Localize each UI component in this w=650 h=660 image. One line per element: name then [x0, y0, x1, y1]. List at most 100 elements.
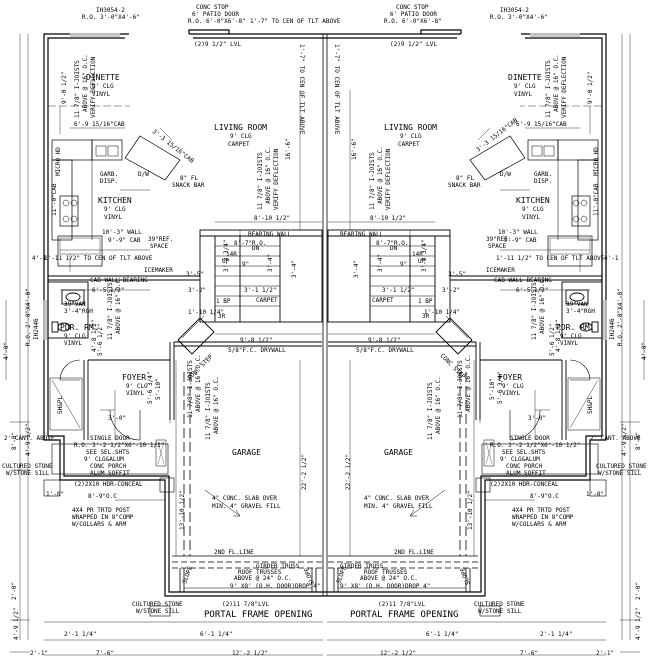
r-conc-stop-label: CONC STOP: [396, 4, 429, 11]
kitchen-cab-dim: 11'-0"CAB: [51, 183, 58, 216]
dim-3-3-3-4: 3'-3 3/4": [223, 239, 230, 272]
cab-wall-bearing: CAB WALL BEARING: [90, 277, 148, 284]
kitchen-flr: VINYL: [104, 214, 122, 221]
dim-3-4-b: 3'-4": [291, 260, 298, 278]
dim-8-0: 8'-0": [11, 432, 18, 450]
r-dim-3-4-b: 3'-4": [353, 260, 360, 278]
r-snack-bar-label: 8" FL: [456, 175, 474, 182]
dim-6-5-1-2: 6'-5 1/2": [92, 287, 125, 294]
r-kitchen-cab-dim: 11'-0"CAB: [593, 183, 600, 216]
r-cen-note-vert: 1'-7" TO CEN OF TLT ABOVE: [333, 44, 340, 135]
dim-3-4-a: 3'-4": [267, 254, 274, 272]
dinette-flr: VINYL: [92, 91, 110, 98]
r-dim-1-bp: 1 BP: [418, 298, 433, 305]
r-window-tl-label: IH3054-2: [500, 7, 529, 14]
r-patio-door-label: 6' PATIO DOOR: [390, 11, 437, 18]
joists-garage: 11 7/8" I-JOISTS: [205, 382, 212, 440]
r-bearing-wall-label: BEARING WALL: [340, 231, 384, 238]
window-tl-label: IH3054-2: [96, 7, 125, 14]
cant-label: 2' CANT. ABOVE: [4, 435, 55, 442]
kitchen-clg: 9' CLG: [104, 206, 126, 213]
dim-14r: 14R: [226, 251, 237, 258]
r-cab-dim-2: 9'-9" CAB: [504, 237, 537, 244]
cab-dim: 6'-9 15/16"CAB: [74, 121, 125, 128]
dim-1-0: 1'-0": [46, 491, 64, 498]
see-sel-label: SEE SEL.SHTS: [86, 449, 130, 456]
r-cen-tlt-label: 1'-11 1/2" TO CEN OF TLT ABOVE: [496, 255, 605, 262]
cen-tlt-label: 1'-11 1/2" TO CEN OF TLT ABOVE: [44, 255, 153, 262]
r-post-label-2: WRAPPED IN 8"COMP: [512, 514, 574, 521]
r-portal-frame-label: PORTAL FRAME OPENING: [350, 610, 458, 620]
dim-13-10-1-2: 13'-10 1/2": [179, 490, 186, 530]
foyer-dim-2: 3'-0": [108, 415, 126, 422]
r-joists-kitchen-2: ABOVE @ 16" O.C.: [377, 146, 384, 204]
stair-dim: 8'-10 1/2": [254, 215, 290, 222]
single-door-ro: R.O. 3'-2 1/2"X6'-10 1/2": [74, 442, 164, 449]
r-stair-dim: 8'-10 1/2": [370, 215, 406, 222]
r-stair-dn-label: DN: [390, 245, 398, 252]
foyer-dim-3: 5'-6 3/4": [147, 371, 154, 404]
conc-porch-label: CONC PORCH: [90, 463, 127, 470]
r-dim-3-2: 3'-2": [442, 287, 460, 294]
dim-3-2: 3'-2": [188, 287, 206, 294]
sh-pl-label: SH&PL: [57, 396, 64, 414]
joists-kitchen: 11 7/8" I-JOISTS: [257, 152, 264, 210]
r-dim-14r: 14R: [412, 251, 423, 258]
r-dim-1-10-1-4: 1'-10 1/4": [424, 309, 460, 316]
r-pdr-rm-label: PDR. RM.: [556, 323, 595, 332]
r-stone-sill-label: W/STONE SILL: [598, 470, 642, 477]
snack-bar-label-2: SNACK BAR: [172, 182, 205, 189]
carpet-stair-label: CARPET: [256, 297, 278, 304]
icemaker-label: ICEMAKER: [144, 267, 173, 274]
stone-sill-label: W/STONE SILL: [6, 470, 50, 477]
dim-4-9-1-2: 4'-9 1/2": [25, 423, 32, 456]
r-garage-door-label: 9' X8' (O.H. DOOR)DROP 4": [340, 583, 430, 590]
lvl-bottom-label: (2)11 7/8"LVL: [222, 601, 269, 608]
r-patio-ro-label: R.O. 6'-0"X6'-8": [384, 18, 442, 25]
kitchen-label: KITCHEN: [98, 196, 132, 205]
r-dinette-label: DINETTE: [508, 73, 542, 82]
r-garb-label: GARB.: [534, 171, 552, 178]
joists-dinette-2: ABOVE @ 16" O.C.: [82, 54, 89, 112]
r-foyer-dim-3: 5'-6 3/4": [497, 371, 504, 404]
dw-label: D/W: [138, 171, 149, 178]
r-dim-1-0: 1'-0": [586, 491, 604, 498]
dim-2-0: 2'-0": [11, 582, 18, 600]
r-ref-label: 39"REF.: [486, 236, 511, 243]
r-dim-3r: 3R: [422, 313, 430, 320]
r-pdr-clg: 9' CLG: [560, 333, 582, 340]
snack-bar-label: 8" FL: [180, 175, 198, 182]
hdr-label: (2)2X10 HDR-CONCEAL: [74, 481, 143, 488]
pdr-flr: VINYL: [64, 340, 82, 347]
r-snack-bar-label-2: SNACK BAR: [448, 182, 481, 189]
cen-note-top: 1'-7" TO CEN OF TLT ABOVE: [250, 18, 341, 25]
clg-alum-label: 9' CLG&ALUM: [84, 456, 124, 463]
r-cultured-stone-label: CULTURED STONE: [596, 463, 647, 470]
stair-up-label: UP: [222, 258, 230, 265]
r-dim-5-6-1-2: 5'-6 1/2": [549, 323, 556, 356]
r-joists-foyer-2: ABOVE @ 16" O.C.: [465, 354, 472, 412]
r-dim-2-1-1-4: 2'-1 1/4": [540, 631, 573, 638]
r-dw-label: D/W: [500, 171, 511, 178]
stair-dn-label: DN: [252, 245, 260, 252]
r-slab-label: 4" CONC. SLAB OVER: [364, 495, 429, 502]
fl-line-label: 2ND FL.LINE: [214, 549, 254, 556]
dim-4-1: 4'-1: [32, 255, 47, 262]
window-side-label: IH2446: [33, 318, 40, 340]
r-joists-pdr-2: ABOVE @ 16" O.C.: [539, 276, 546, 334]
r-living-dim: 16'-6": [351, 138, 358, 160]
dim-2-1-1-4: 2'-1 1/4": [64, 631, 97, 638]
r-drywall-label: 5/8"F.C. DRYWALL: [356, 347, 414, 354]
r-joists-foyer: 11 7/8" I-JOISTS: [457, 360, 464, 418]
post-label-3: W/COLLARS & ARM: [72, 521, 127, 528]
r-foyer-flr: VINYL: [502, 390, 520, 397]
dim-3-1-1-2: 3'-1 1/2": [244, 287, 277, 294]
patio-lvl-label: (2)9 1/2" LVL: [194, 41, 241, 48]
post-label: 4X4 PR TRTD POST: [72, 507, 130, 514]
r-dim-22-2-1-2: 22'-2 1/2": [345, 454, 352, 490]
patio-ro-label: R.O. 6'-0"X6'-8": [188, 18, 246, 25]
r-fl-line-label: 2ND FL.LINE: [394, 549, 434, 556]
r-dinette-clg: 9' CLG: [514, 83, 536, 90]
r-ref-space-label: SPACE: [488, 243, 506, 250]
r-joists-dinette-2: ABOVE @ 16" O.C.: [553, 54, 560, 112]
